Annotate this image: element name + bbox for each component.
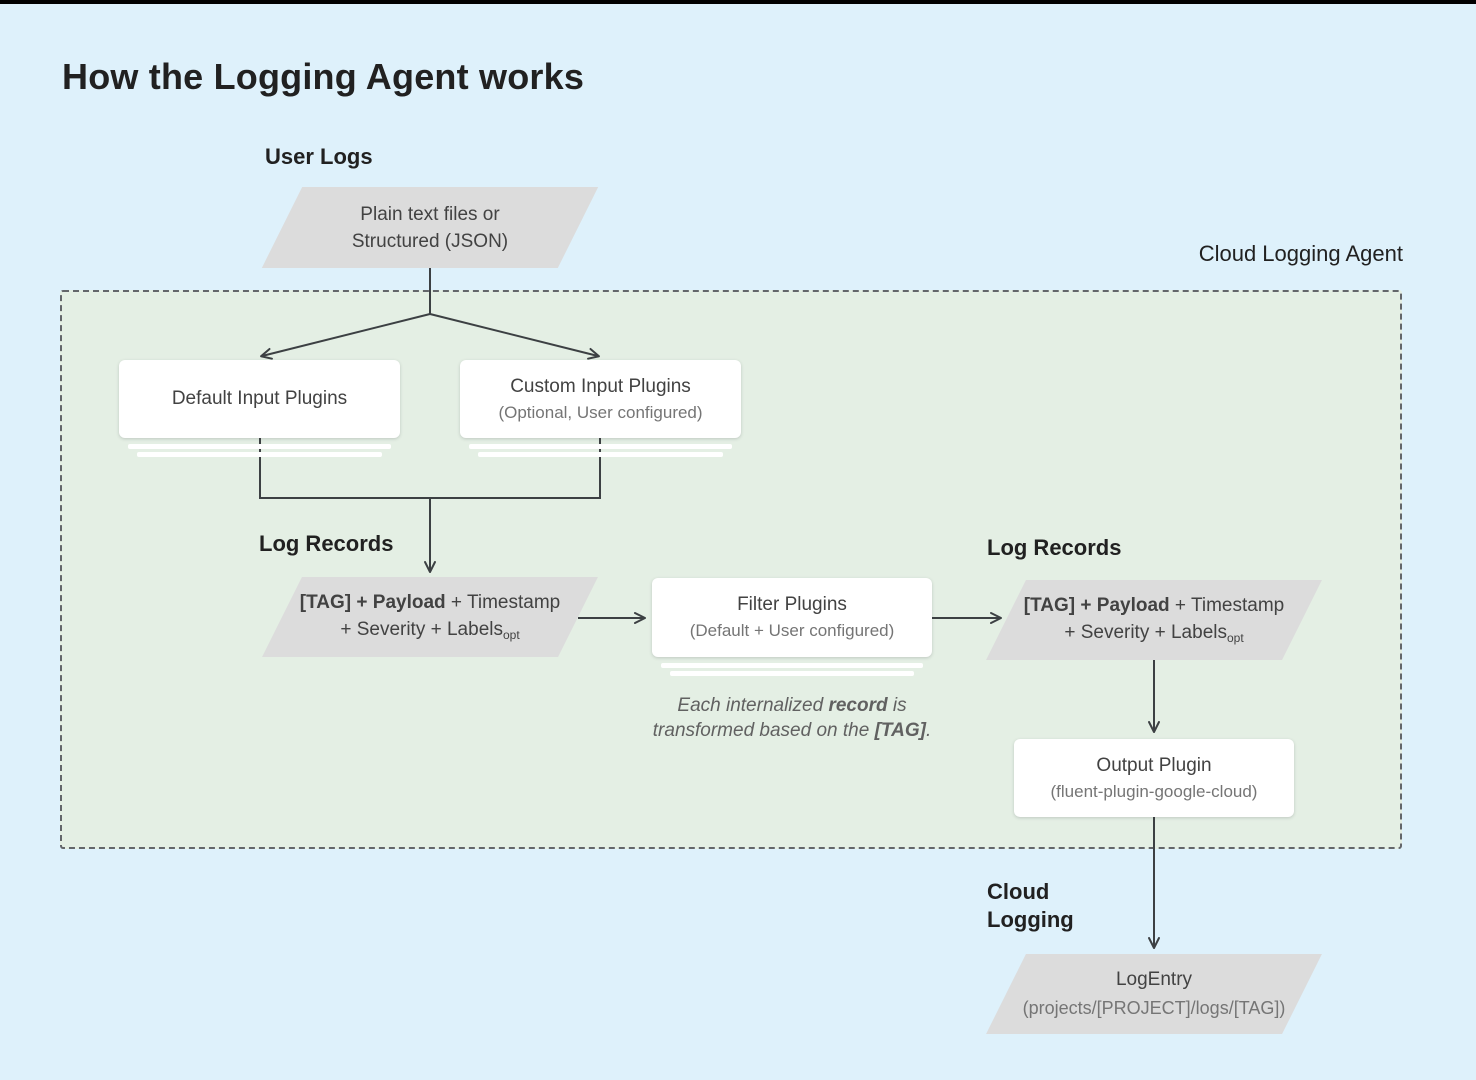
stack-bar (469, 444, 732, 449)
filter-subtitle: (Default + User configured) (689, 621, 895, 640)
default-input-title: Default Input Plugins (171, 388, 348, 409)
card-filter-plugins: Filter Plugins (Default + User configure… (652, 578, 932, 657)
label-log-records-left: Log Records (259, 531, 394, 556)
label-cloud-logging-agent: Cloud Logging Agent (1198, 241, 1403, 266)
source-line2: Structured (JSON) (351, 230, 509, 252)
card-default-input-plugins: Default Input Plugins (119, 360, 400, 438)
label-user-logs: User Logs (265, 144, 373, 169)
note-line1: Each internalized record is (677, 695, 907, 716)
parallelogram-log-record-left: [TAG] + Payload + Timestamp + Severity +… (262, 577, 598, 657)
label-cloud-logging: Cloud Logging (987, 879, 1074, 932)
output-subtitle: (fluent-plugin-google-cloud) (1050, 781, 1258, 801)
log-record-line1: [TAG] + Payload + Timestamp (299, 592, 561, 613)
card-output-plugin: Output Plugin (fluent-plugin-google-clou… (1014, 739, 1294, 817)
stack-bar (137, 452, 382, 457)
arrow-to-custom-input (429, 313, 600, 360)
log-record-line1: [TAG] + Payload + Timestamp (1023, 595, 1285, 616)
top-border-bar (0, 0, 1476, 4)
custom-input-subtitle: (Optional, User configured) (498, 402, 703, 422)
arrow-to-default-input (260, 313, 431, 360)
output-title: Output Plugin (1096, 754, 1212, 776)
stack-bar (670, 671, 914, 676)
page-title: How the Logging Agent works (62, 56, 585, 97)
filter-title: Filter Plugins (737, 594, 847, 615)
log-entry-title: LogEntry (1115, 969, 1193, 990)
note-line2: transformed based on the [TAG]. (652, 720, 932, 741)
note-record-transform: Each internalized record is transformed … (632, 693, 952, 743)
parallelogram-log-entry: LogEntry (projects/[PROJECT]/logs/[TAG]) (986, 954, 1322, 1034)
label-log-records-right: Log Records (987, 535, 1122, 560)
log-record-line2: + Severity + Labelsopt (340, 619, 520, 642)
source-line1: Plain text files or (360, 203, 500, 225)
stack-bar (478, 452, 723, 457)
log-entry-subtitle: (projects/[PROJECT]/logs/[TAG]) (1022, 998, 1286, 1018)
log-record-line2: + Severity + Labelsopt (1064, 622, 1244, 645)
custom-input-title: Custom Input Plugins (510, 375, 691, 397)
card-custom-input-plugins: Custom Input Plugins (Optional, User con… (460, 360, 741, 438)
stack-bar (661, 663, 923, 668)
parallelogram-log-record-right: [TAG] + Payload + Timestamp + Severity +… (986, 580, 1322, 660)
stack-bar (128, 444, 391, 449)
parallelogram-user-logs: Plain text files or Structured (JSON) (261, 187, 599, 268)
